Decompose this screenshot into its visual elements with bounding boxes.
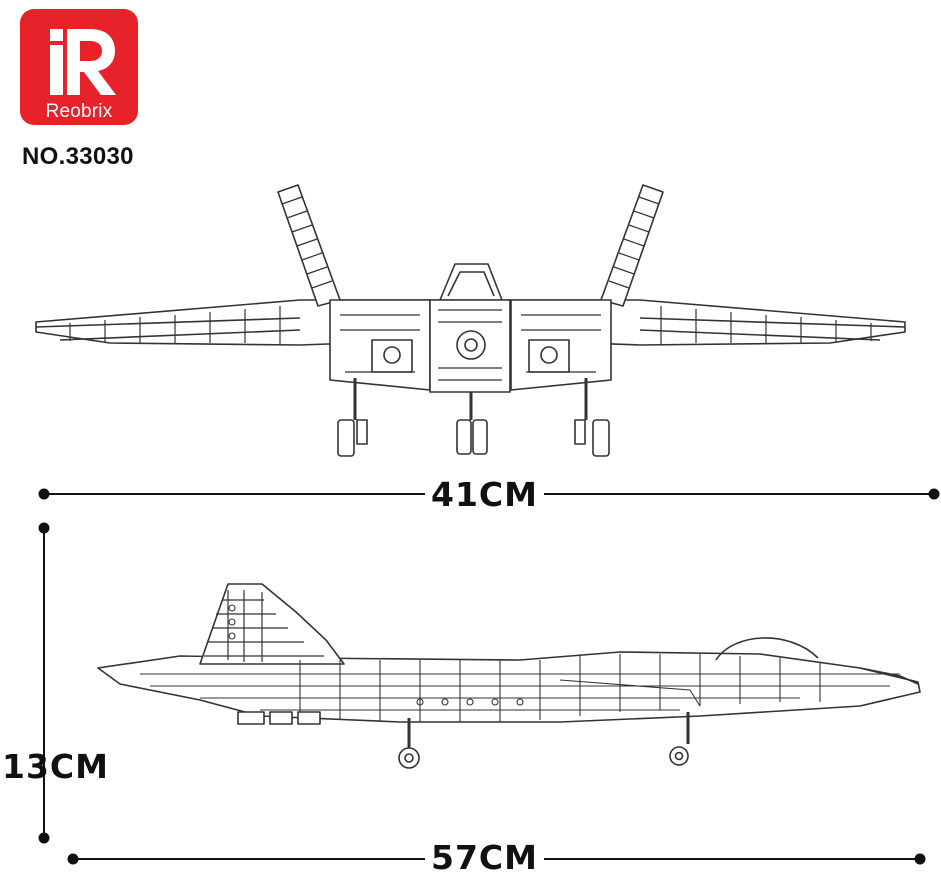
brand-logo: Reobrix <box>20 9 138 125</box>
width-dimension-label: 41CM <box>425 475 544 515</box>
model-number: NO.33030 <box>22 143 134 170</box>
brand-name: Reobrix <box>45 101 113 122</box>
length-dimension-label: 57CM <box>425 838 544 878</box>
reobrix-r-icon <box>50 29 116 95</box>
height-dimension-label: 13CM <box>2 747 109 786</box>
side-view-jet <box>97 583 921 769</box>
height-dimension-line <box>38 522 50 844</box>
front-view-jet <box>35 184 906 457</box>
